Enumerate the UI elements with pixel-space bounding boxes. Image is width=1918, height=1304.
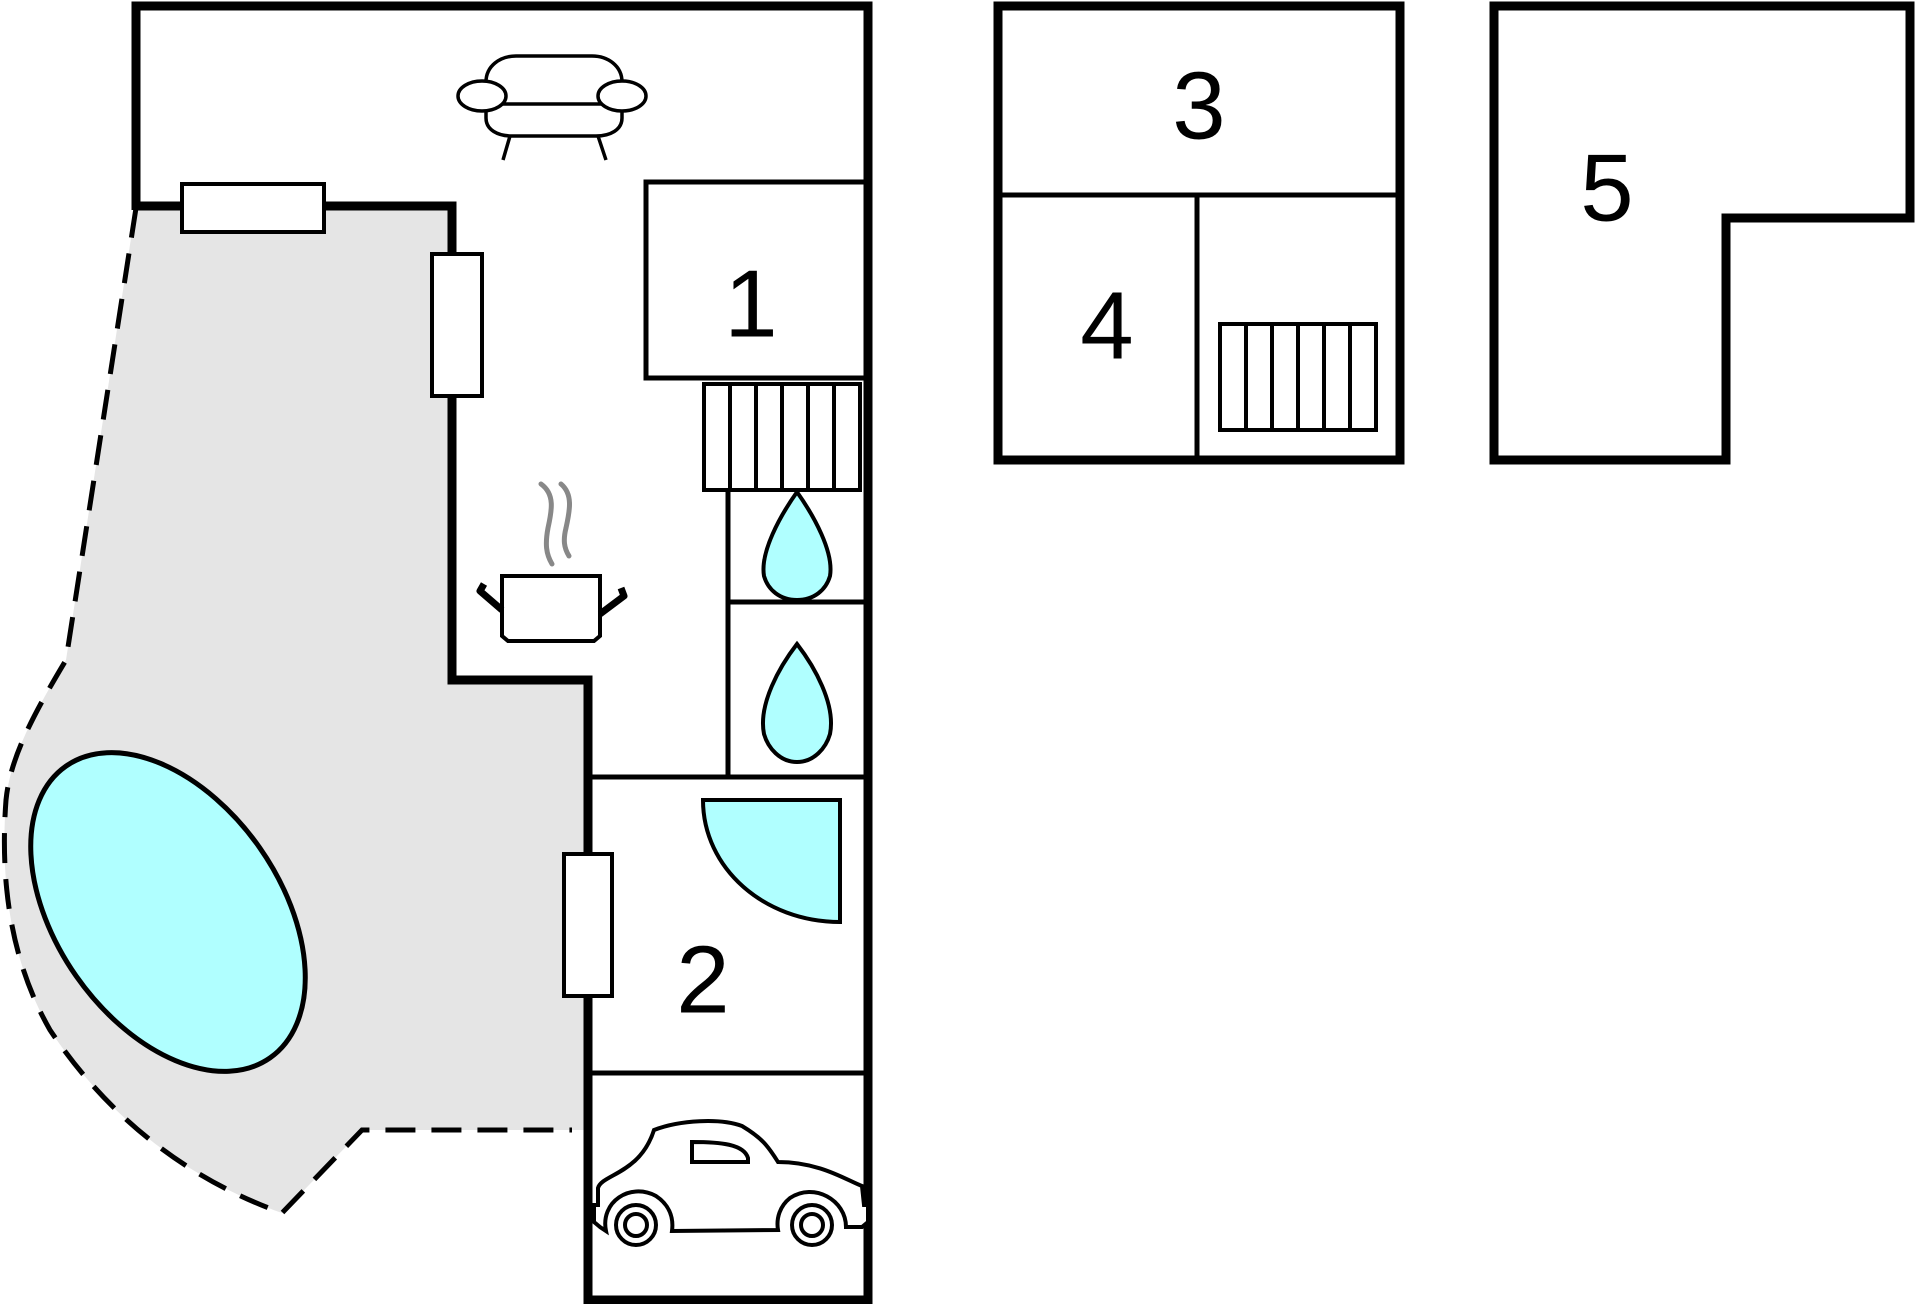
cooking-pot-icon: [476, 481, 628, 643]
room-label-3: 3: [1172, 53, 1225, 160]
room-1-box: [643, 179, 871, 381]
upper-floor-walls: [993, 1, 1405, 465]
stairs-icon: [1218, 322, 1378, 432]
shower-icon: [761, 640, 833, 765]
stairs-icon: [702, 382, 862, 492]
room-label-5: 5: [1580, 135, 1633, 242]
pool-icon: [28, 750, 308, 1074]
terrace-boundary: [1, 207, 572, 1216]
car-icon: [592, 1119, 870, 1247]
room-label-4: 4: [1080, 273, 1133, 380]
room-5-walls: [1489, 1, 1915, 465]
bathroom-partitions: [588, 490, 868, 1076]
sofa-icon: [456, 54, 648, 161]
window: [180, 182, 326, 234]
room-label-1: 1: [724, 251, 777, 358]
shower-icon: [761, 488, 833, 603]
bath-corner-icon: [700, 798, 842, 925]
room-label-2: 2: [676, 927, 729, 1034]
terrace: [1, 206, 590, 1216]
window: [430, 252, 484, 398]
window: [562, 852, 614, 998]
